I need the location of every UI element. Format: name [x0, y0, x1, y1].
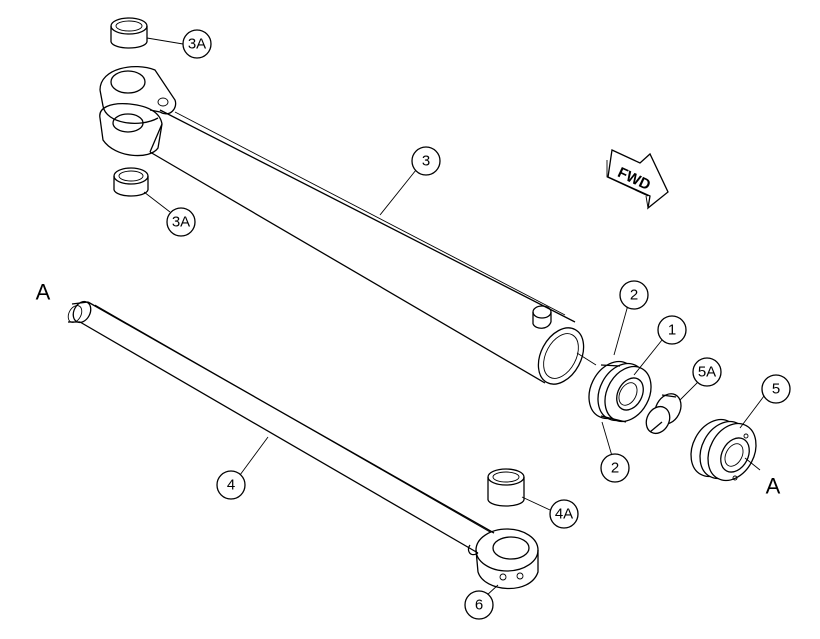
- leader-lines: [143, 37, 765, 597]
- section-mark-a-right: A: [766, 474, 781, 499]
- callout-1: 1: [657, 315, 687, 345]
- callout-3a-top: 3A: [182, 29, 212, 59]
- callout-4: 4: [216, 470, 246, 500]
- svg-text:5A: 5A: [698, 364, 716, 381]
- bushing-4a: [487, 468, 525, 507]
- svg-text:3A: 3A: [188, 36, 206, 53]
- callout-6: 6: [464, 590, 494, 620]
- svg-text:3: 3: [422, 153, 430, 170]
- callout-2-bottom: 2: [600, 453, 630, 483]
- svg-text:2: 2: [630, 287, 638, 304]
- svg-text:2: 2: [611, 460, 619, 477]
- callout-5: 5: [761, 374, 791, 404]
- cylinder-head: [690, 418, 757, 482]
- callout-5a: 5A: [692, 357, 722, 387]
- callout-3: 3: [411, 146, 441, 176]
- bushing-3a-bottom: [113, 167, 149, 197]
- spacer-5a: [645, 393, 682, 435]
- svg-text:4: 4: [227, 477, 235, 494]
- svg-text:3A: 3A: [172, 214, 190, 231]
- cylinder-barrel: [99, 66, 585, 385]
- forward-arrow-icon: FWD: [606, 149, 669, 210]
- callout-4a: 4A: [549, 499, 579, 529]
- section-mark-a-left: A: [36, 280, 51, 305]
- callout-2-top: 2: [619, 280, 649, 310]
- callout-3a-bottom: 3A: [166, 207, 196, 237]
- svg-text:6: 6: [475, 597, 483, 614]
- piston-assembly: [576, 352, 652, 423]
- svg-text:4A: 4A: [555, 506, 573, 523]
- svg-text:5: 5: [772, 381, 780, 398]
- svg-text:1: 1: [668, 322, 676, 339]
- piston-rod: [67, 300, 539, 590]
- bushing-3a-top: [110, 17, 148, 49]
